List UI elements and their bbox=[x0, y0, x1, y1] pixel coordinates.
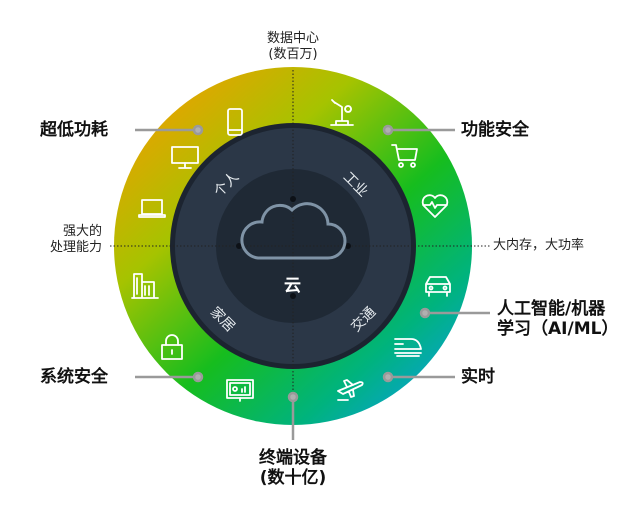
building-icon bbox=[130, 270, 160, 300]
label-data-center: 数据中心 (数百万) bbox=[243, 31, 343, 62]
label-system-security: 系统安全 bbox=[40, 367, 108, 387]
processing-line2: 处理能力 bbox=[49, 239, 102, 255]
cloud-icon bbox=[240, 202, 347, 260]
endpoint-title: 终端设备 bbox=[259, 448, 327, 468]
heart-rate-icon bbox=[420, 190, 450, 220]
label-low-power: 超低功耗 bbox=[40, 120, 108, 140]
label-memory-power: 大内存，大功率 bbox=[493, 238, 585, 253]
cart-icon bbox=[390, 140, 420, 170]
phone-icon bbox=[220, 107, 250, 137]
dashboard-icon bbox=[225, 375, 255, 405]
axis-dots bbox=[236, 196, 351, 299]
processing-line1: 强大的 bbox=[62, 224, 102, 239]
label-ai-ml: 人工智能/机器 学习（AI/ML） bbox=[497, 299, 618, 340]
train-icon bbox=[393, 330, 423, 360]
label-processing-power: 强大的 处理能力 bbox=[20, 224, 102, 255]
lock-icon bbox=[157, 332, 187, 362]
laptop-icon bbox=[137, 193, 167, 223]
center-label-cloud: 云 bbox=[284, 276, 301, 296]
airplane-icon bbox=[335, 373, 365, 403]
data-center-title: 数据中心 bbox=[266, 31, 319, 46]
label-endpoint-devices: 终端设备 (数十亿) bbox=[243, 448, 343, 489]
connectors bbox=[135, 124, 490, 440]
ai-ml-line1: 人工智能/机器 bbox=[497, 299, 606, 319]
car-icon bbox=[423, 270, 453, 300]
robot-arm-icon bbox=[327, 97, 357, 127]
endpoint-count: (数十亿) bbox=[259, 468, 327, 489]
monitor-icon bbox=[170, 142, 200, 172]
label-functional-safety: 功能安全 bbox=[461, 120, 529, 140]
label-real-time: 实时 bbox=[461, 367, 495, 387]
data-center-count: (数百万) bbox=[268, 46, 318, 62]
ai-ml-line2: 学习（AI/ML） bbox=[497, 319, 619, 340]
